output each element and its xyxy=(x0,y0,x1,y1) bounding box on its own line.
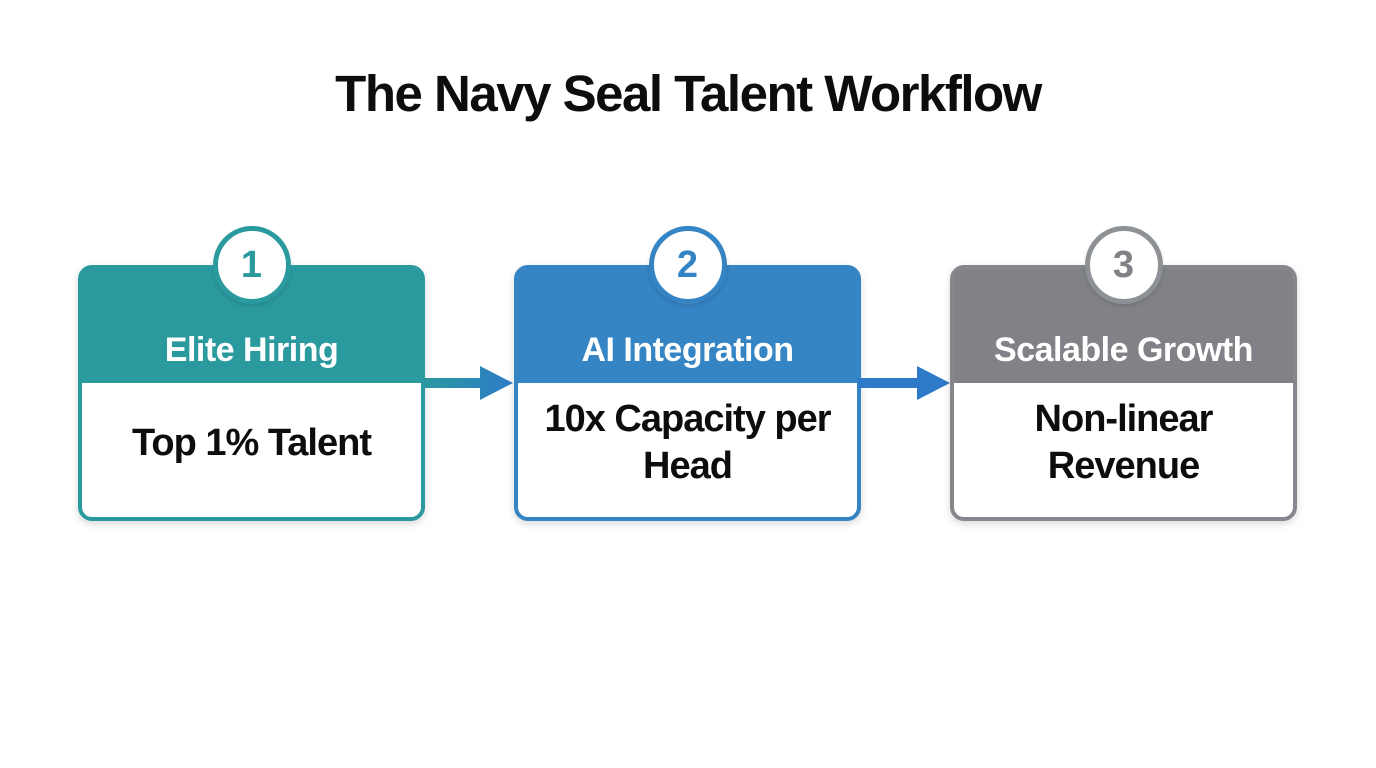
step-heading: AI Integration xyxy=(581,331,794,369)
step-card-ai-integration: 2 AI Integration 10x Capacity per Head xyxy=(514,226,861,521)
step-card-scalable-growth: 3 Scalable Growth Non-linear Revenue xyxy=(950,226,1297,521)
step-detail: Top 1% Talent xyxy=(132,421,372,464)
step-body: Top 1% Talent xyxy=(82,383,421,517)
arrow-right-icon xyxy=(421,366,513,400)
step-number: 3 xyxy=(1112,243,1135,286)
step-number: 1 xyxy=(240,243,263,286)
step-number: 2 xyxy=(676,243,699,286)
step-card-elite-hiring: 1 Elite Hiring Top 1% Talent xyxy=(78,226,425,521)
step-body: Non-linear Revenue xyxy=(954,383,1293,517)
page-title: The Navy Seal Talent Workflow xyxy=(335,65,1042,122)
step-body: 10x Capacity per Head xyxy=(518,383,857,517)
step-number-badge: 2 xyxy=(648,226,727,304)
step-number-badge: 1 xyxy=(212,226,291,304)
step-detail: 10x Capacity per Head xyxy=(544,398,831,487)
step-detail: Non-linear Revenue xyxy=(1034,398,1214,487)
step-heading: Scalable Growth xyxy=(994,331,1253,369)
step-header: AI Integration xyxy=(518,269,857,383)
step-number-badge: 3 xyxy=(1084,226,1163,304)
arrow-right-icon xyxy=(858,366,950,400)
step-heading: Elite Hiring xyxy=(164,331,339,369)
